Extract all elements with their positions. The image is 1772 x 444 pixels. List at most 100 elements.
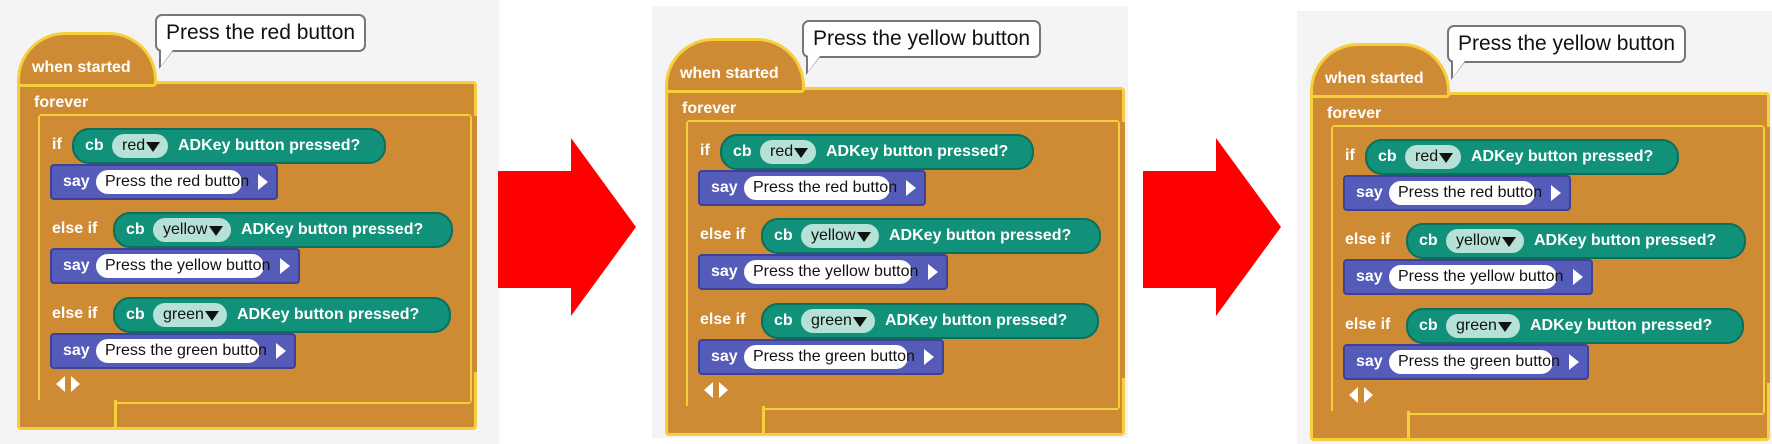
say-text-input[interactable]: Press the green button xyxy=(96,339,267,363)
expand-arrow-icon[interactable] xyxy=(1573,269,1583,285)
say-label: say xyxy=(711,263,738,280)
say-block-yellow[interactable]: say Press the yellow button xyxy=(1343,259,1593,295)
say-text-input[interactable]: Press the green button xyxy=(1389,350,1560,374)
expand-right-icon[interactable] xyxy=(1364,387,1373,403)
color-dropdown[interactable]: red xyxy=(1405,145,1461,169)
chevron-down-icon xyxy=(857,232,871,242)
cb-label: cb xyxy=(733,143,752,160)
collapse-left-icon[interactable] xyxy=(1349,387,1358,403)
else-if-label: else if xyxy=(52,305,98,322)
say-text-value: Press the yellow button xyxy=(753,263,919,280)
say-text-input[interactable]: Press the yellow button xyxy=(744,260,918,284)
say-text-value: Press the green button xyxy=(753,348,915,365)
color-dropdown[interactable]: yellow xyxy=(1446,229,1524,253)
chevron-down-icon xyxy=(1498,322,1512,332)
hat-block-when-started[interactable]: when started xyxy=(1310,43,1450,98)
say-label: say xyxy=(1356,268,1383,285)
say-label: say xyxy=(63,257,90,274)
expand-right-icon[interactable] xyxy=(719,382,728,398)
expand-collapse-arrows[interactable] xyxy=(704,382,734,398)
say-block-red[interactable]: say Press the red button xyxy=(1343,175,1571,211)
say-label: say xyxy=(711,179,738,196)
color-dropdown-value: yellow xyxy=(163,221,208,238)
expand-arrow-icon[interactable] xyxy=(276,343,286,359)
if-label: if xyxy=(52,136,62,153)
else-if-label: else if xyxy=(1345,231,1391,248)
pressed-label: ADKey button pressed? xyxy=(241,221,424,238)
color-dropdown-value: yellow xyxy=(1456,232,1501,249)
pressed-label: ADKey button pressed? xyxy=(178,137,361,154)
collapse-left-icon[interactable] xyxy=(704,382,713,398)
say-block-red[interactable]: say Press the red button xyxy=(698,170,926,206)
pressed-label: ADKey button pressed? xyxy=(237,306,420,323)
right-arrow-icon xyxy=(1143,138,1281,316)
pressed-label: ADKey button pressed? xyxy=(1471,148,1654,165)
color-dropdown-value: yellow xyxy=(811,227,856,244)
expand-collapse-arrows[interactable] xyxy=(56,376,86,392)
collapse-left-icon[interactable] xyxy=(56,376,65,392)
hat-label: when started xyxy=(32,59,131,76)
say-text-input[interactable]: Press the yellow button xyxy=(96,254,270,278)
say-text-input[interactable]: Press the red button xyxy=(1389,181,1542,205)
cb-label: cb xyxy=(85,137,104,154)
adkey-pressed-block-red[interactable]: cb red ADKey button pressed? xyxy=(72,128,386,164)
color-dropdown[interactable]: yellow xyxy=(153,218,231,242)
say-block-red[interactable]: say Press the red button xyxy=(50,164,278,200)
expand-right-icon[interactable] xyxy=(71,376,80,392)
expand-arrow-icon[interactable] xyxy=(928,264,938,280)
say-text-value: Press the yellow button xyxy=(105,257,271,274)
expand-collapse-arrows[interactable] xyxy=(1349,387,1379,403)
hat-block-when-started[interactable]: when started xyxy=(17,32,157,87)
say-label: say xyxy=(63,173,90,190)
color-dropdown[interactable]: green xyxy=(153,303,227,327)
expand-arrow-icon[interactable] xyxy=(1551,185,1561,201)
color-dropdown[interactable]: red xyxy=(760,140,816,164)
say-text-input[interactable]: Press the red button xyxy=(96,170,249,194)
say-label: say xyxy=(63,342,90,359)
expand-arrow-icon[interactable] xyxy=(906,180,916,196)
expand-arrow-icon[interactable] xyxy=(280,258,290,274)
pressed-label: ADKey button pressed? xyxy=(1530,317,1713,334)
chevron-down-icon xyxy=(205,311,219,321)
color-dropdown[interactable]: green xyxy=(801,309,875,333)
forever-bottom xyxy=(665,406,765,436)
cb-label: cb xyxy=(1419,317,1438,334)
color-dropdown-value: red xyxy=(770,143,794,160)
say-text-input[interactable]: Press the red button xyxy=(744,176,897,200)
say-block-green[interactable]: say Press the green button xyxy=(698,339,944,375)
color-dropdown[interactable]: red xyxy=(112,134,168,158)
expand-arrow-icon[interactable] xyxy=(1569,354,1579,370)
chevron-down-icon xyxy=(794,148,808,158)
say-block-yellow[interactable]: say Press the yellow button xyxy=(698,254,948,290)
color-dropdown-value: red xyxy=(1415,148,1439,165)
else-if-label: else if xyxy=(1345,316,1391,333)
speech-bubble-text: Press the red button xyxy=(166,21,356,44)
else-if-label: else if xyxy=(52,220,98,237)
hat-block-when-started[interactable]: when started xyxy=(665,38,805,93)
say-text-value: Press the green button xyxy=(105,342,267,359)
expand-arrow-icon[interactable] xyxy=(258,174,268,190)
say-text-value: Press the red button xyxy=(753,179,898,196)
say-text-input[interactable]: Press the green button xyxy=(744,345,915,369)
chevron-down-icon xyxy=(146,142,160,152)
color-dropdown[interactable]: green xyxy=(1446,314,1520,338)
cb-label: cb xyxy=(774,312,793,329)
say-block-yellow[interactable]: say Press the yellow button xyxy=(50,248,300,284)
say-text-input[interactable]: Press the yellow button xyxy=(1389,265,1563,289)
color-dropdown[interactable]: yellow xyxy=(801,224,879,248)
chevron-down-icon xyxy=(853,317,867,327)
say-label: say xyxy=(1356,184,1383,201)
expand-arrow-icon[interactable] xyxy=(924,349,934,365)
color-dropdown-value: red xyxy=(122,137,146,154)
say-label: say xyxy=(711,348,738,365)
say-block-green[interactable]: say Press the green button xyxy=(50,333,296,369)
